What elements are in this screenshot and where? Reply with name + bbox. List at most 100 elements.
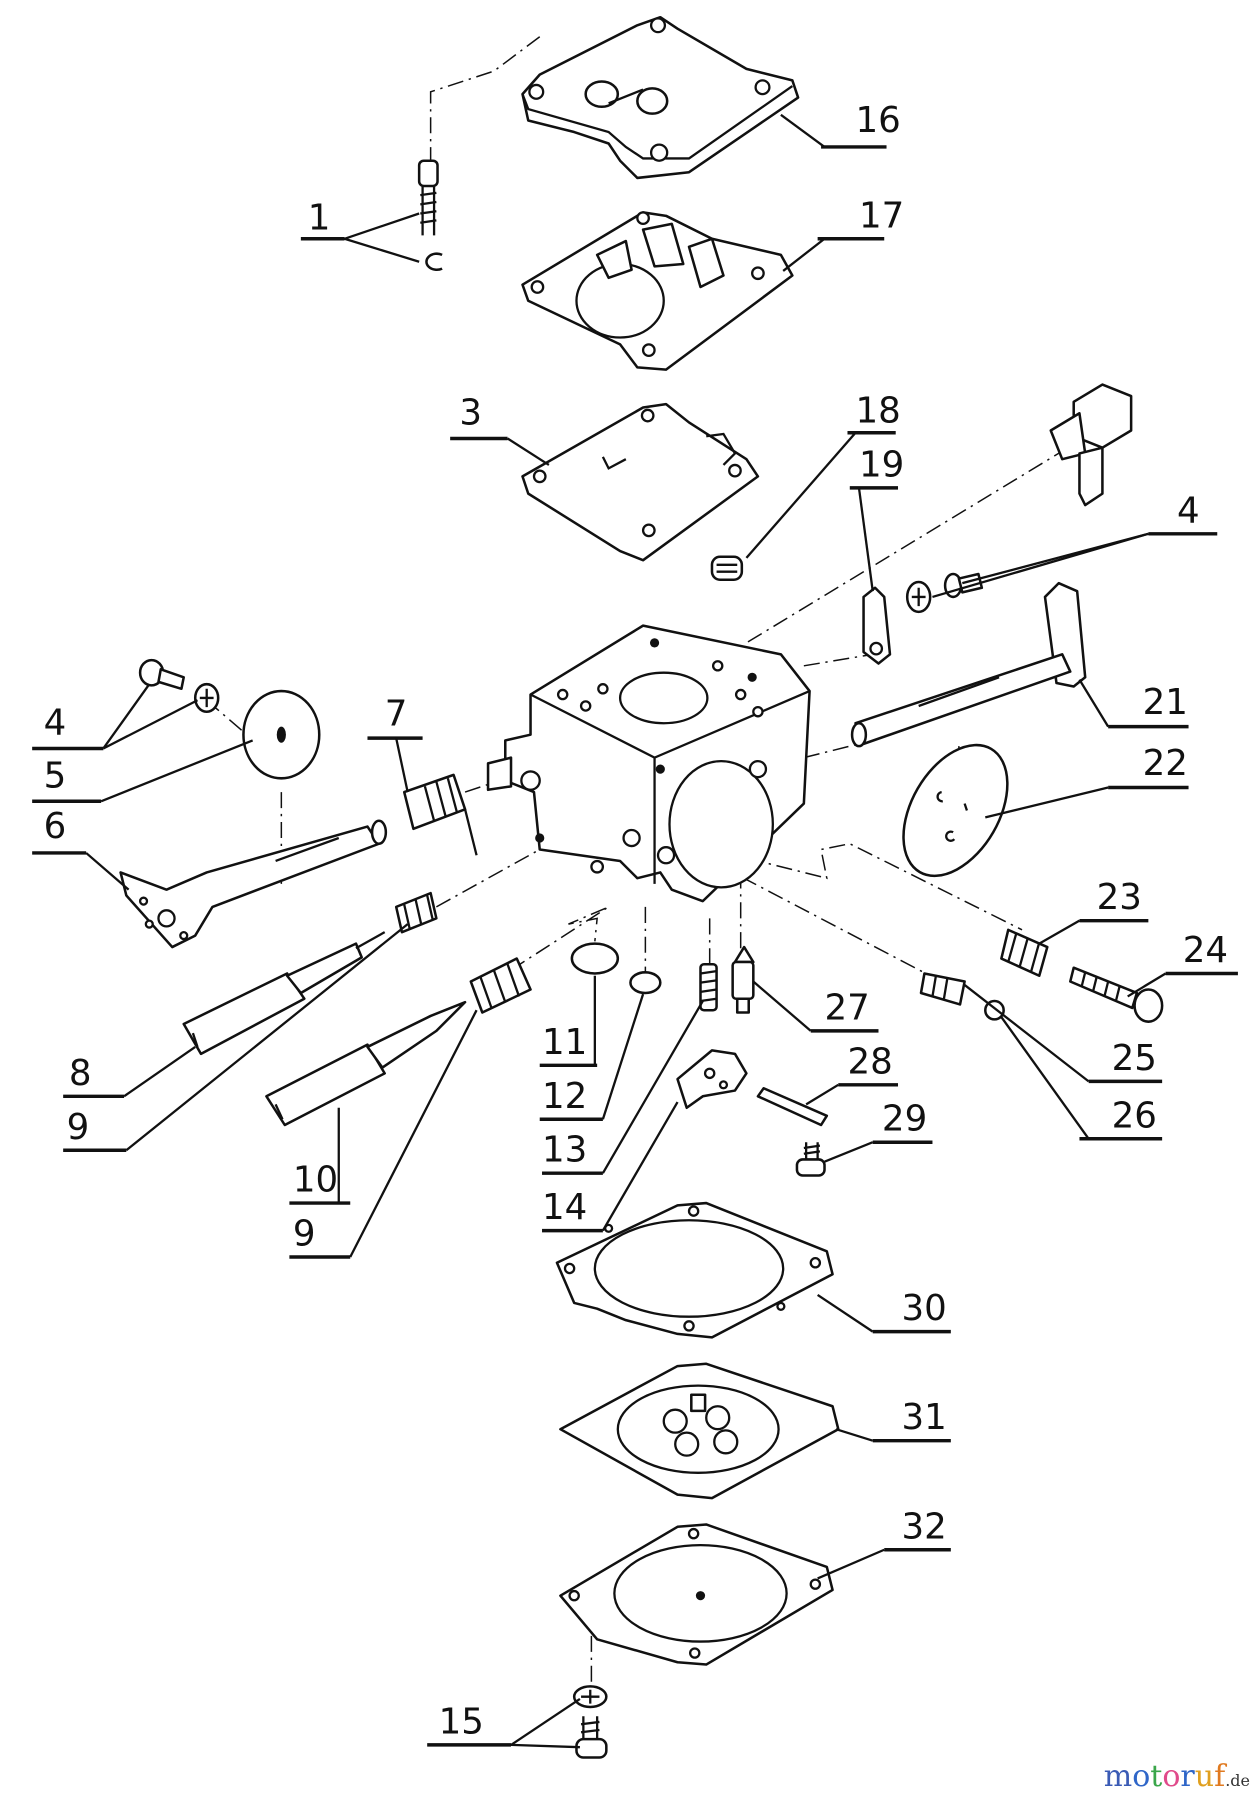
callout-part-32: 32 bbox=[817, 1506, 951, 1580]
part-12-plug bbox=[629, 971, 662, 995]
part-number-label: 19 bbox=[859, 444, 904, 485]
carburetor-body bbox=[486, 624, 811, 903]
callout-part-3: 3 bbox=[450, 393, 550, 466]
part-27-inlet-needle bbox=[731, 945, 755, 1014]
part-31-metering-diaphragm bbox=[559, 1362, 840, 1500]
leader-line bbox=[780, 113, 826, 148]
leader-line bbox=[805, 1083, 839, 1106]
part-5-choke-plate bbox=[242, 689, 321, 780]
part-number-label: 17 bbox=[859, 195, 904, 236]
part-10-adjusting-needle bbox=[265, 1000, 467, 1127]
part-number-label: 6 bbox=[44, 806, 67, 847]
part-number-label: 25 bbox=[1112, 1038, 1157, 1079]
leader-line bbox=[745, 432, 857, 559]
callout-part-23: 23 bbox=[1038, 877, 1149, 945]
part-25-spring bbox=[919, 972, 966, 1006]
part-number-label: 22 bbox=[1143, 743, 1188, 784]
callout-part-21: 21 bbox=[1078, 678, 1189, 729]
callout-part-14: 14 bbox=[542, 1101, 679, 1233]
callout-part-31: 31 bbox=[835, 1397, 951, 1443]
leader-line bbox=[1000, 1016, 1090, 1140]
part-4-screw-washer-left bbox=[138, 658, 220, 713]
part-number-label: 29 bbox=[882, 1099, 927, 1140]
leader-line bbox=[125, 923, 409, 1152]
part-number-label: 7 bbox=[385, 694, 408, 735]
leader-line bbox=[349, 1009, 478, 1258]
callout-part-24: 24 bbox=[1127, 930, 1238, 998]
part-number-label: 24 bbox=[1183, 930, 1228, 971]
part-6-choke-shaft bbox=[119, 819, 388, 949]
part-number-label: 21 bbox=[1143, 682, 1188, 723]
part-number-label: 5 bbox=[44, 756, 67, 797]
callout-part-10: 10 bbox=[289, 1107, 351, 1205]
part-number-label: 23 bbox=[1097, 877, 1142, 918]
part-number-label: 14 bbox=[542, 1187, 587, 1228]
leader-line bbox=[963, 984, 1090, 1083]
callout-part-8: 8 bbox=[63, 1045, 196, 1099]
part-number-label: 26 bbox=[1112, 1095, 1157, 1136]
part-number-label: 16 bbox=[856, 100, 901, 141]
watermark-logo: motoruf.de bbox=[1103, 1759, 1250, 1794]
part-number-label: 9 bbox=[67, 1107, 90, 1148]
callout-part-12: 12 bbox=[539, 993, 645, 1121]
part-24-idle-screw bbox=[1069, 966, 1164, 1023]
part-28-lever-pin bbox=[756, 1087, 829, 1127]
part-14-inlet-lever bbox=[676, 1049, 748, 1110]
callout-part-27: 27 bbox=[752, 980, 879, 1033]
leader-line bbox=[857, 487, 874, 592]
part-7-spring bbox=[402, 773, 478, 856]
part-number-label: 13 bbox=[542, 1130, 587, 1171]
part-number-label: 11 bbox=[542, 1022, 587, 1063]
part-number-label: 31 bbox=[901, 1397, 946, 1438]
part-number-label: 32 bbox=[901, 1506, 946, 1547]
part-29-screw bbox=[795, 1142, 826, 1177]
part-19-bracket bbox=[862, 586, 892, 665]
callout-part-5: 5 bbox=[32, 739, 254, 803]
leader-line bbox=[1078, 678, 1110, 728]
part-number-label: 4 bbox=[1177, 490, 1200, 531]
part-number-label: 1 bbox=[308, 198, 331, 239]
part-9-spring-lower bbox=[469, 957, 532, 1014]
leader-line bbox=[344, 237, 420, 263]
leader-line bbox=[510, 1698, 581, 1746]
part-number-label: 8 bbox=[69, 1053, 92, 1094]
callout-part-26: 26 bbox=[1000, 1016, 1163, 1141]
leader-line bbox=[782, 237, 826, 272]
leader-line bbox=[506, 437, 550, 466]
callout-part-30: 30 bbox=[816, 1288, 951, 1334]
part-8-adjusting-needle bbox=[182, 931, 386, 1056]
callout-part-1: 1 bbox=[300, 198, 420, 263]
leader-line bbox=[835, 1428, 874, 1442]
callout-part-18: 18 bbox=[745, 390, 901, 559]
part-11-cup-plug bbox=[570, 942, 620, 975]
leader-line bbox=[816, 1293, 874, 1333]
callout-part-22: 22 bbox=[985, 743, 1189, 819]
part-15-screw-and-washer bbox=[572, 1685, 608, 1759]
callout-part-9a: 9 bbox=[63, 923, 409, 1152]
part-16-pump-cover bbox=[521, 15, 800, 180]
leader-line bbox=[985, 786, 1109, 819]
part-number-label: 30 bbox=[901, 1288, 946, 1329]
leader-line bbox=[344, 212, 420, 240]
callout-part-17: 17 bbox=[782, 195, 904, 272]
callout-part-6: 6 bbox=[32, 806, 130, 891]
part-30-gasket bbox=[555, 1201, 834, 1339]
leader-line bbox=[102, 699, 199, 750]
callout-part-9b: 9 bbox=[289, 1009, 478, 1259]
callout-part-7: 7 bbox=[367, 694, 423, 793]
part-number-label: 27 bbox=[825, 987, 870, 1028]
leader-line bbox=[817, 1548, 885, 1580]
part-number-label: 9 bbox=[293, 1214, 316, 1255]
leader-line bbox=[824, 1141, 874, 1163]
leader-line bbox=[102, 683, 151, 750]
part-1-screw-and-washer bbox=[417, 159, 443, 272]
callout-part-15: 15 bbox=[427, 1698, 581, 1749]
part-number-label: 15 bbox=[439, 1701, 484, 1742]
callout-part-4a: 4 bbox=[32, 683, 199, 751]
leader-line bbox=[752, 980, 812, 1032]
part-23-spring bbox=[1000, 928, 1049, 978]
part-number-label: 12 bbox=[542, 1076, 587, 1117]
leader-line bbox=[510, 1743, 580, 1749]
leader-line bbox=[85, 852, 130, 891]
part-9-spring-upper bbox=[394, 891, 438, 934]
